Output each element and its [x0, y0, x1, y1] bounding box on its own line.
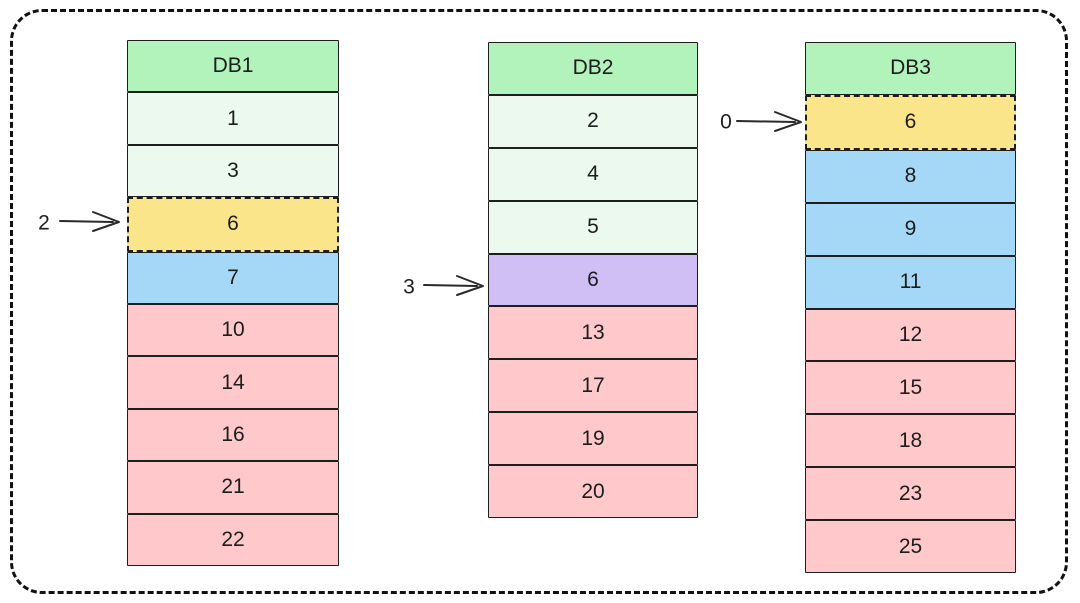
db1-cell-1: 1: [127, 92, 339, 145]
arrow-label-db1: 2: [38, 211, 50, 235]
db3-cell-23: 23: [805, 467, 1016, 521]
db2-cell-6-highlighted: 6: [488, 253, 698, 307]
arrow-label-db2: 3: [403, 275, 415, 299]
db2-header: DB2: [488, 42, 698, 95]
db1-cell-6-highlighted: 6: [127, 197, 339, 252]
db2-cell-2: 2: [488, 94, 698, 148]
db3-column: DB3 6 8 9 11 12 15 18 23 25: [805, 42, 1016, 574]
db1-cell-14: 14: [127, 356, 339, 409]
db1-cell-10: 10: [127, 304, 339, 357]
db2-cell-19: 19: [488, 412, 698, 466]
db2-column: DB2 2 4 5 6 13 17 19 20: [488, 42, 698, 519]
db3-cell-9: 9: [805, 202, 1016, 256]
db2-cell-20: 20: [488, 465, 698, 519]
db3-cell-12: 12: [805, 308, 1016, 362]
db3-cell-8: 8: [805, 149, 1016, 203]
db1-cell-3: 3: [127, 144, 339, 198]
db1-cell-22: 22: [127, 513, 339, 567]
db3-cell-6-highlighted: 6: [805, 94, 1016, 150]
db3-cell-18: 18: [805, 414, 1016, 468]
db3-cell-15: 15: [805, 361, 1016, 415]
db3-cell-11: 11: [805, 255, 1016, 309]
db3-cell-25: 25: [805, 520, 1016, 574]
dashed-boundary: [10, 9, 1068, 594]
db3-header: DB3: [805, 42, 1016, 95]
arrow-label-db3: 0: [720, 110, 732, 134]
db2-cell-4: 4: [488, 147, 698, 201]
db1-header: DB1: [127, 40, 339, 93]
db2-cell-17: 17: [488, 359, 698, 413]
db2-cell-13: 13: [488, 306, 698, 360]
db1-cell-16: 16: [127, 408, 339, 462]
db1-cell-7: 7: [127, 251, 339, 305]
db1-cell-21: 21: [127, 461, 339, 514]
db2-cell-5: 5: [488, 200, 698, 254]
db1-column: DB1 1 3 6 7 10 14 16 21 22: [127, 40, 339, 567]
